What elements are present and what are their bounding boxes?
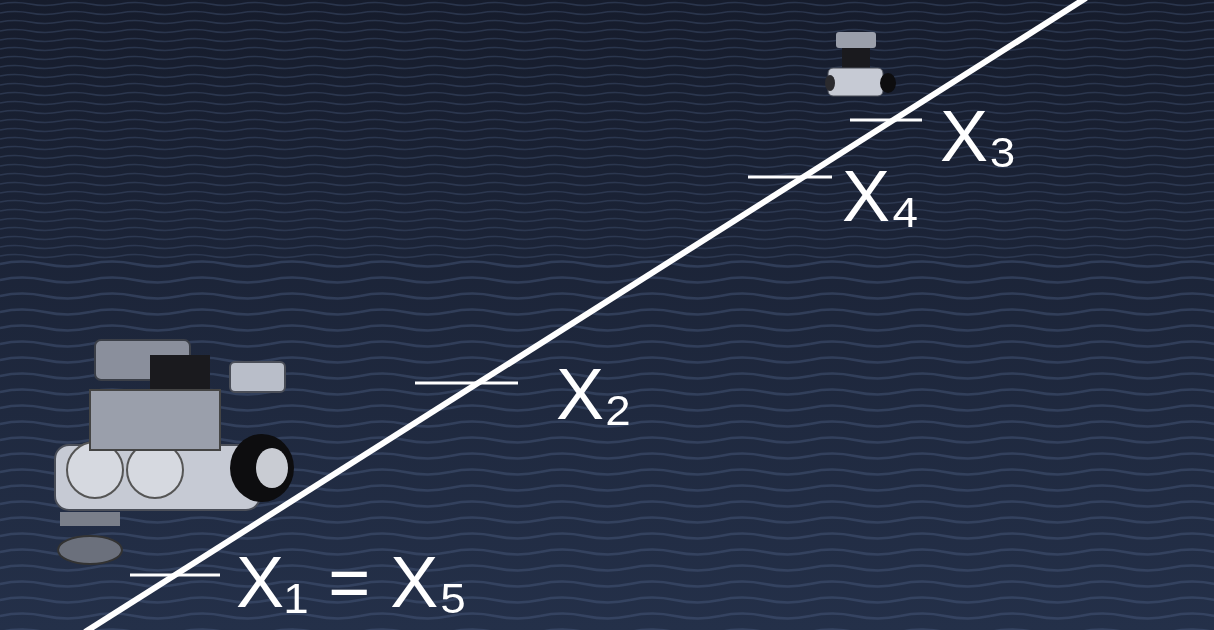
track-line	[85, 0, 1086, 630]
position-label: X₁ = X₅	[236, 546, 467, 618]
robot-near	[55, 340, 294, 564]
position-label: X₃	[940, 100, 1017, 172]
position-label: X₂	[556, 358, 632, 430]
ground-texture	[0, 260, 1214, 630]
position-label: X₄	[842, 160, 919, 232]
robot-far	[825, 32, 896, 96]
ground-texture	[0, 0, 1214, 260]
